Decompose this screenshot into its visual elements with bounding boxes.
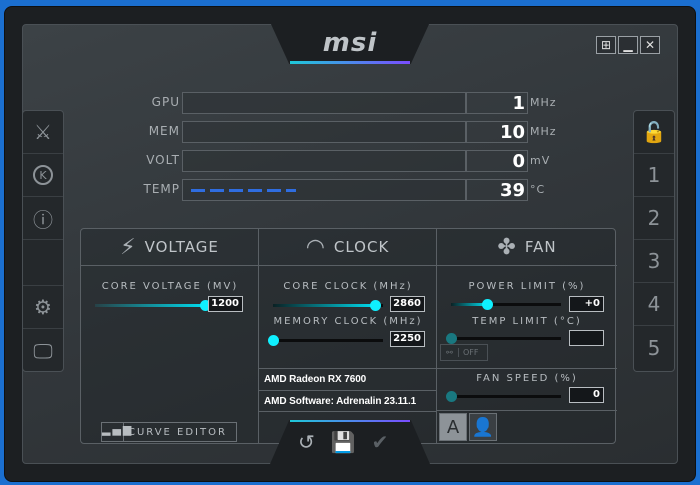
slider-knob[interactable] xyxy=(482,299,494,310)
power-limit-label: POWER LIMIT (%) xyxy=(468,281,586,292)
monitor-graph xyxy=(182,179,466,201)
monitor-temp: TEMP 39 °C xyxy=(120,179,580,201)
curve-editor-button[interactable]: ▂▄▆CURVE EDITOR xyxy=(101,422,237,442)
clock-title: CLOCK xyxy=(333,238,390,256)
memory-clock-slider[interactable] xyxy=(268,335,383,346)
msi-logo: msi xyxy=(322,28,378,58)
lightning-icon: ⚡ xyxy=(120,234,137,260)
temp-limit-value[interactable] xyxy=(569,330,604,346)
temp-limit-label: TEMP LIMIT (°C) xyxy=(472,316,582,327)
save-icon[interactable]: 💾 xyxy=(330,430,356,454)
core-clock-label: CORE CLOCK (MHz) xyxy=(283,281,413,292)
speedometer-icon: ◠ xyxy=(305,234,326,260)
monitor-graph xyxy=(182,92,466,114)
spacer xyxy=(23,240,63,286)
fan-speed-label: FAN SPEED (%) xyxy=(476,373,578,384)
fan-section: ✤FAN POWER LIMIT (%) +0 TEMP LIMIT (°C) … xyxy=(437,229,617,443)
link-toggle-label: OFF xyxy=(463,348,479,357)
temp-limit-slider[interactable] xyxy=(446,333,561,344)
power-limit-value[interactable]: +0 xyxy=(569,296,604,312)
clock-header: ◠ CLOCK xyxy=(259,229,436,266)
monitor-label: GPU xyxy=(151,95,180,109)
voltage-title: VOLTAGE xyxy=(144,238,219,256)
gpu-name: AMD Radeon RX 7600 xyxy=(259,368,437,390)
monitor-mem: MEM 10 MHz xyxy=(120,121,580,143)
core-clock-slider[interactable] xyxy=(273,300,383,311)
profile-4[interactable]: 4 xyxy=(634,283,674,326)
monitor-label: VOLT xyxy=(146,153,180,167)
profile-2[interactable]: 2 xyxy=(634,197,674,240)
bottom-tab xyxy=(270,420,430,464)
monitor-value: 0 xyxy=(466,150,528,172)
slider-knob[interactable] xyxy=(200,300,212,311)
profile-3[interactable]: 3 xyxy=(634,240,674,283)
reset-icon[interactable]: ↺ xyxy=(298,430,315,454)
bottom-actions: ↺ 💾 ✔ xyxy=(298,430,388,454)
user-icon[interactable]: 👤 xyxy=(469,413,497,441)
kombustor-icon[interactable]: ⚔ xyxy=(23,111,63,154)
voltage-section: ⚡ VOLTAGE CORE VOLTAGE (MV) 1200 ▂▄▆CURVE… xyxy=(81,229,259,443)
logo-tab xyxy=(270,22,430,64)
fan-title: FAN xyxy=(524,238,557,256)
monitor-unit: MHz xyxy=(530,96,557,109)
link-toggle[interactable]: ⚯ OFF xyxy=(440,344,488,361)
monitor-graph xyxy=(182,121,466,143)
right-sidebar: 🔓 1 2 3 4 5 xyxy=(633,110,675,372)
power-limit-slider[interactable] xyxy=(451,299,561,310)
lock-icon[interactable]: 🔓 xyxy=(634,111,674,154)
monitor-label: MEM xyxy=(148,124,180,138)
core-clock-value[interactable]: 2860 xyxy=(390,296,425,312)
voltage-header: ⚡ VOLTAGE xyxy=(81,229,258,266)
fan-speed-value[interactable]: 0 xyxy=(569,387,604,403)
left-sidebar: ⚔ K ⓘ ⚙ 🖵 xyxy=(22,110,64,372)
monitor-value: 1 xyxy=(466,92,528,114)
temp-graph-line xyxy=(191,189,296,192)
clock-section: ◠ CLOCK CORE CLOCK (MHz) 2860 MEMORY CLOC… xyxy=(259,229,437,443)
divider xyxy=(437,410,617,411)
fan-speed-slider[interactable] xyxy=(446,391,561,402)
info-icon[interactable]: ⓘ xyxy=(23,197,63,240)
divider xyxy=(437,368,617,369)
slider-knob[interactable] xyxy=(446,391,457,402)
k-icon[interactable]: K xyxy=(23,154,63,197)
core-voltage-value[interactable]: 1200 xyxy=(208,296,243,312)
close-button[interactable]: ✕ xyxy=(640,36,660,54)
memory-clock-label: MEMORY CLOCK (MHz) xyxy=(273,316,423,327)
minimize-button[interactable]: ▁ xyxy=(618,36,638,54)
slider-knob[interactable] xyxy=(370,300,382,311)
windows-icon[interactable]: ⊞ xyxy=(596,36,616,54)
fan-icon: ✤ xyxy=(497,234,517,260)
fan-auto-button[interactable]: A xyxy=(439,413,467,441)
apply-icon[interactable]: ✔ xyxy=(371,430,389,454)
core-voltage-label: CORE VOLTAGE (MV) xyxy=(101,281,239,292)
monitor-value: 39 xyxy=(466,179,528,201)
curve-editor-label: CURVE EDITOR xyxy=(128,426,227,438)
profile-5[interactable]: 5 xyxy=(647,335,661,360)
driver-version: AMD Software: Adrenalin 23.11.1 xyxy=(259,390,437,412)
monitor-graph xyxy=(182,150,466,172)
monitor-volt: VOLT 0 mV xyxy=(120,150,580,172)
monitor-label: TEMP xyxy=(143,182,180,196)
monitor-value: 10 xyxy=(466,121,528,143)
slider-fill xyxy=(451,303,488,306)
k-icon-label: K xyxy=(33,165,53,185)
control-panel: ⚡ VOLTAGE CORE VOLTAGE (MV) 1200 ▂▄▆CURVE… xyxy=(80,228,617,444)
slider-knob[interactable] xyxy=(446,333,457,344)
monitor-gpu: GPU 1 MHz xyxy=(120,92,580,114)
profile-1[interactable]: 1 xyxy=(634,154,674,197)
settings-icon[interactable]: ⚙ xyxy=(23,286,63,329)
fan-header: ✤ FAN xyxy=(437,229,617,266)
slider-fill xyxy=(95,304,206,307)
slider-knob[interactable] xyxy=(268,335,279,346)
slider-fill xyxy=(273,304,376,307)
window-buttons: ⊞ ▁ ✕ xyxy=(596,36,660,54)
link-icon: ⚯ xyxy=(441,348,459,357)
monitor-unit: °C xyxy=(530,183,546,196)
monitor-unit: mV xyxy=(530,154,551,167)
bars-icon: ▂▄▆ xyxy=(102,423,131,441)
memory-clock-value[interactable]: 2250 xyxy=(390,331,425,347)
core-voltage-slider[interactable] xyxy=(95,300,215,311)
monitor-icon[interactable]: 🖵 xyxy=(33,338,53,363)
monitor-unit: MHz xyxy=(530,125,557,138)
